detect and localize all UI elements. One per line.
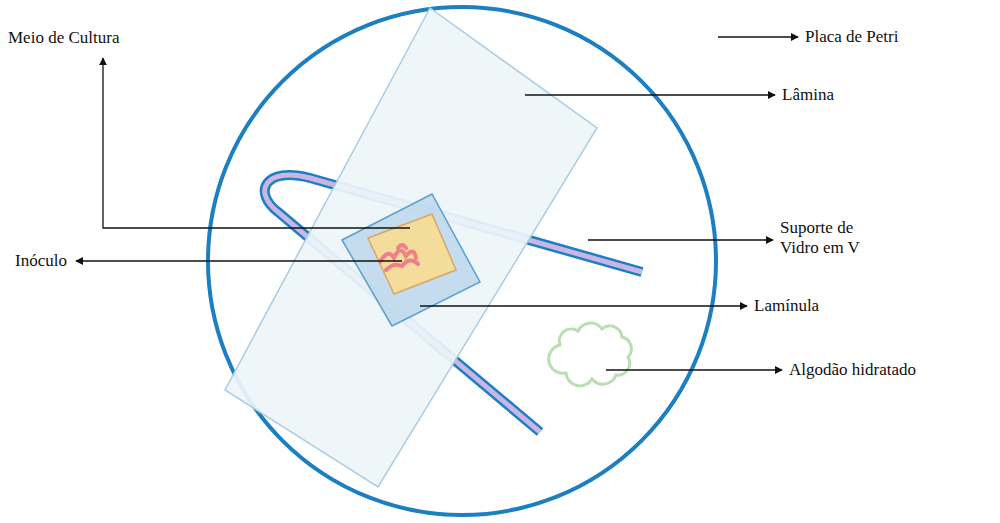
- inoculum: [380, 245, 418, 270]
- callout-label: Suporte de Vidro em V: [780, 218, 880, 259]
- callout-label: Meio de Cultura: [8, 28, 188, 48]
- callout-label: Algodão hidratado: [789, 360, 989, 380]
- callout-label: Placa de Petri: [805, 27, 975, 47]
- culture-medium: [368, 214, 456, 294]
- glass-slide: [225, 8, 597, 487]
- callout-label: Lâmina: [782, 85, 932, 105]
- leader-lines: [76, 37, 798, 370]
- callout-label: Lamínula: [754, 296, 904, 316]
- callout-label: Inóculo: [15, 251, 85, 271]
- hydrated-cotton: [549, 323, 632, 386]
